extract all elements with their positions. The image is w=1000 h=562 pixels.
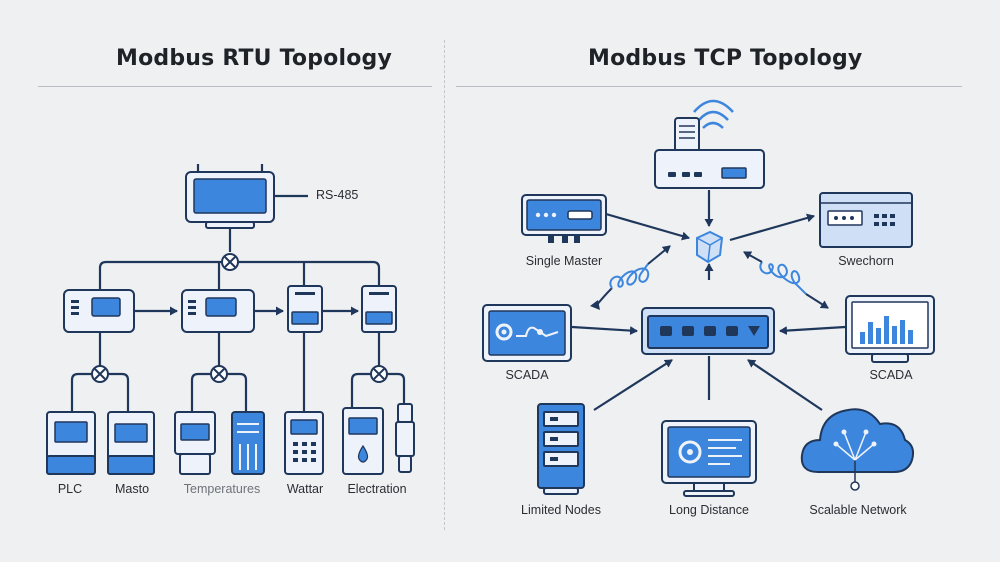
rtu-title: Modbus RTU Topology xyxy=(116,46,393,71)
tcp-label-scalable-network: Scalable Network xyxy=(809,503,907,517)
tcp-label-swechorn: Swechorn xyxy=(838,254,894,268)
server-rack-icon xyxy=(537,403,585,495)
bus-junction-icon xyxy=(221,253,239,271)
coiled-cable-right-icon xyxy=(743,251,829,309)
rs485-label: RS-485 xyxy=(316,188,359,202)
long-distance-monitor-icon xyxy=(661,420,757,497)
tcp-title: Modbus TCP Topology xyxy=(588,46,863,71)
cloud-network-icon xyxy=(800,408,915,491)
tcp-arrows xyxy=(571,190,846,411)
temperature-meter-icon xyxy=(231,411,265,475)
coiled-cable-left-icon xyxy=(590,245,671,310)
tcp-label-scada-left: SCADA xyxy=(505,368,549,382)
network-hub-icon xyxy=(696,230,724,264)
drop-junction-icon xyxy=(91,365,388,383)
rtu-device-label-temperatures: Temperatures xyxy=(183,482,261,496)
tcp-label-scada-right: SCADA xyxy=(869,368,913,382)
rtu-device-label-wattar: Wattar xyxy=(286,482,324,496)
rtu-slave-3 xyxy=(287,285,323,333)
rtu-slave-1 xyxy=(63,289,135,333)
left-title-divider xyxy=(38,86,432,87)
electric-meter-icon xyxy=(342,407,384,475)
rtu-device-label-masto: Masto xyxy=(114,482,150,496)
scada-left-device xyxy=(482,304,572,362)
tcp-label-long-distance: Long Distance xyxy=(669,503,749,517)
tcp-label-limited-nodes: Limited Nodes xyxy=(521,503,601,517)
electric-probe-icon xyxy=(395,403,415,473)
water-meter-icon xyxy=(284,411,324,475)
rtu-device-label-electration: Electration xyxy=(347,482,407,496)
tcp-label-single-master: Single Master xyxy=(525,254,603,268)
masto-device-icon xyxy=(107,411,155,475)
rtu-device-label-plc: PLC xyxy=(57,482,83,496)
rtu-master-monitor xyxy=(185,164,275,229)
router-wifi-icon xyxy=(654,99,765,189)
rtu-drops xyxy=(70,332,406,412)
plc-device-icon xyxy=(46,411,96,475)
scada-right-monitor xyxy=(845,295,935,363)
ethernet-switch-icon xyxy=(641,307,775,355)
right-title-divider xyxy=(456,86,962,87)
panel-divider xyxy=(444,40,445,530)
rtu-bus xyxy=(98,228,381,290)
temperature-sensor-icon xyxy=(174,411,216,475)
swechorn-device xyxy=(819,192,913,248)
single-master-device xyxy=(521,194,607,243)
rtu-slave-2 xyxy=(181,289,255,333)
rtu-slave-4 xyxy=(361,285,397,333)
